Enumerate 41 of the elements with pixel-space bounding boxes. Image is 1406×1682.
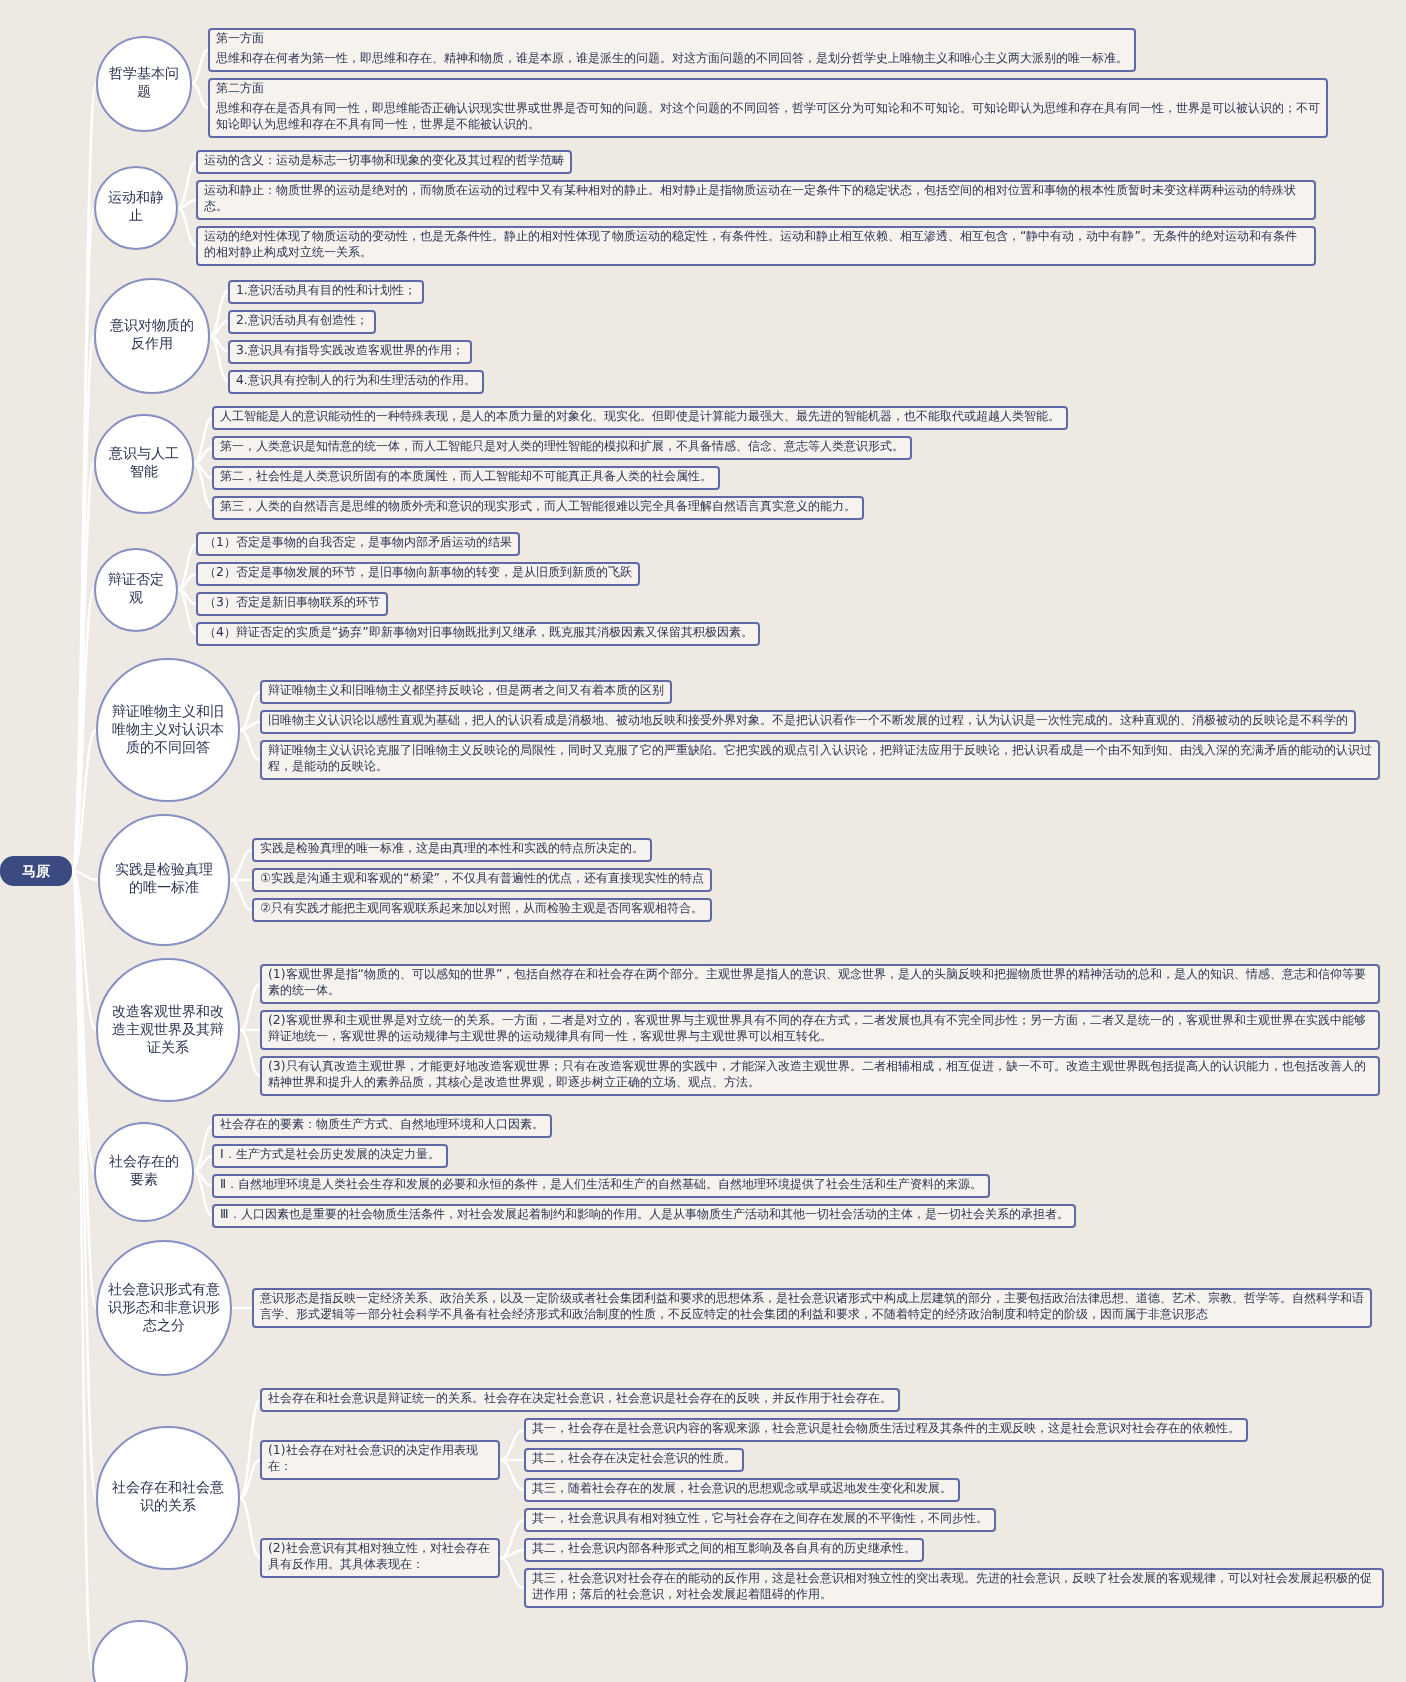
connector-line — [239, 690, 261, 732]
connector-line — [193, 416, 213, 465]
connector-line — [229, 848, 253, 882]
connector-line — [209, 334, 229, 353]
connector-line — [193, 446, 213, 465]
connector-line — [177, 198, 197, 210]
connector-line — [177, 160, 197, 210]
connector-line — [239, 720, 261, 732]
connector-line — [499, 1458, 525, 1492]
connector-line — [71, 729, 97, 872]
connector-line — [191, 81, 209, 110]
connector-line — [193, 1124, 213, 1173]
connector-line — [193, 461, 213, 510]
connector-line — [499, 1428, 525, 1462]
connector-line — [239, 728, 261, 762]
connector-line — [499, 1556, 525, 1590]
connector-line — [177, 206, 197, 248]
connector-line — [239, 982, 261, 1032]
connector-line — [177, 572, 197, 591]
connector-line — [177, 587, 197, 636]
connector-line — [191, 48, 209, 85]
note-box — [208, 78, 1328, 138]
connector-line — [193, 461, 213, 480]
connector-line — [209, 334, 229, 383]
connector-line — [71, 870, 97, 1031]
connector-line — [239, 1399, 261, 1499]
connector-line — [229, 878, 253, 912]
note-box — [208, 28, 1136, 72]
connector-line — [499, 1548, 525, 1560]
connector-line — [239, 1458, 261, 1500]
connector-line — [239, 1028, 261, 1078]
connector-line — [209, 289, 229, 338]
connector-line — [239, 1496, 261, 1560]
connector-line — [193, 1169, 213, 1218]
connector-line — [209, 319, 229, 338]
connector-line — [499, 1518, 525, 1560]
connector-line — [177, 542, 197, 591]
connector-line — [193, 1154, 213, 1173]
connector-line — [177, 587, 197, 606]
connector-line — [71, 869, 99, 882]
connector-line — [193, 1169, 213, 1188]
